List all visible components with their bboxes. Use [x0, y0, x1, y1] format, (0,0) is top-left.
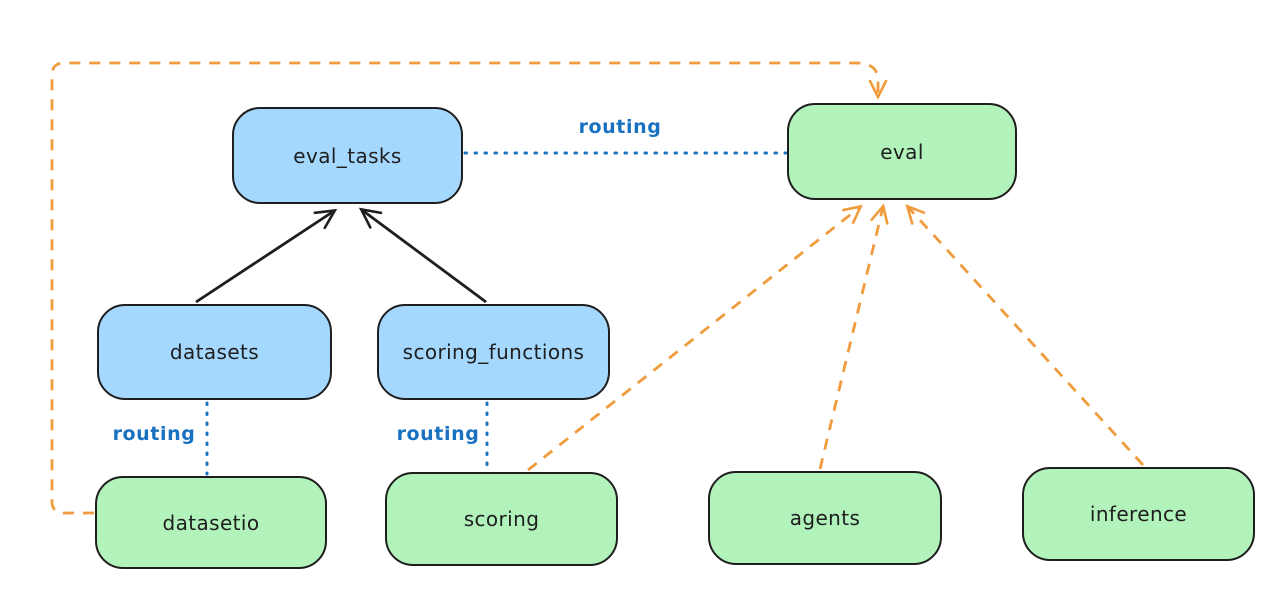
- node-datasetio-label: datasetio: [162, 510, 260, 535]
- node-eval_tasks: eval_tasks: [232, 107, 463, 204]
- node-inference-label: inference: [1089, 502, 1188, 526]
- edge-datasetio-to-eval: [50, 61, 888, 515]
- edge-label-routing-eval_tasks-eval: routing: [578, 116, 662, 138]
- node-scoring_functions: scoring_functions: [377, 304, 610, 400]
- node-datasets: datasets: [97, 304, 332, 400]
- node-inference: inference: [1022, 467, 1255, 561]
- edge-label-routing-scoring_functions-scoring: routing: [396, 423, 480, 445]
- edge-inference-to-eval: [905, 204, 1145, 466]
- node-scoring: scoring: [385, 472, 618, 566]
- edge-agents-to-eval: [818, 203, 889, 470]
- node-datasetio: datasetio: [95, 476, 327, 569]
- node-agents-label: agents: [789, 506, 861, 530]
- edge-label-routing-datasets-datasetio: routing: [112, 423, 196, 445]
- node-eval-label: eval: [880, 139, 924, 164]
- edge-scoring_functions-to-eval_tasks: [358, 207, 487, 304]
- edge-datasets-to-eval_tasks: [195, 208, 338, 304]
- node-eval_tasks-label: eval_tasks: [293, 143, 402, 168]
- node-eval: eval: [787, 103, 1017, 200]
- edge-scoring-to-eval: [527, 204, 864, 472]
- node-datasets-label: datasets: [169, 340, 260, 364]
- node-scoring_functions-label: scoring_functions: [402, 340, 585, 364]
- node-agents: agents: [708, 471, 942, 565]
- node-scoring-label: scoring: [463, 507, 540, 531]
